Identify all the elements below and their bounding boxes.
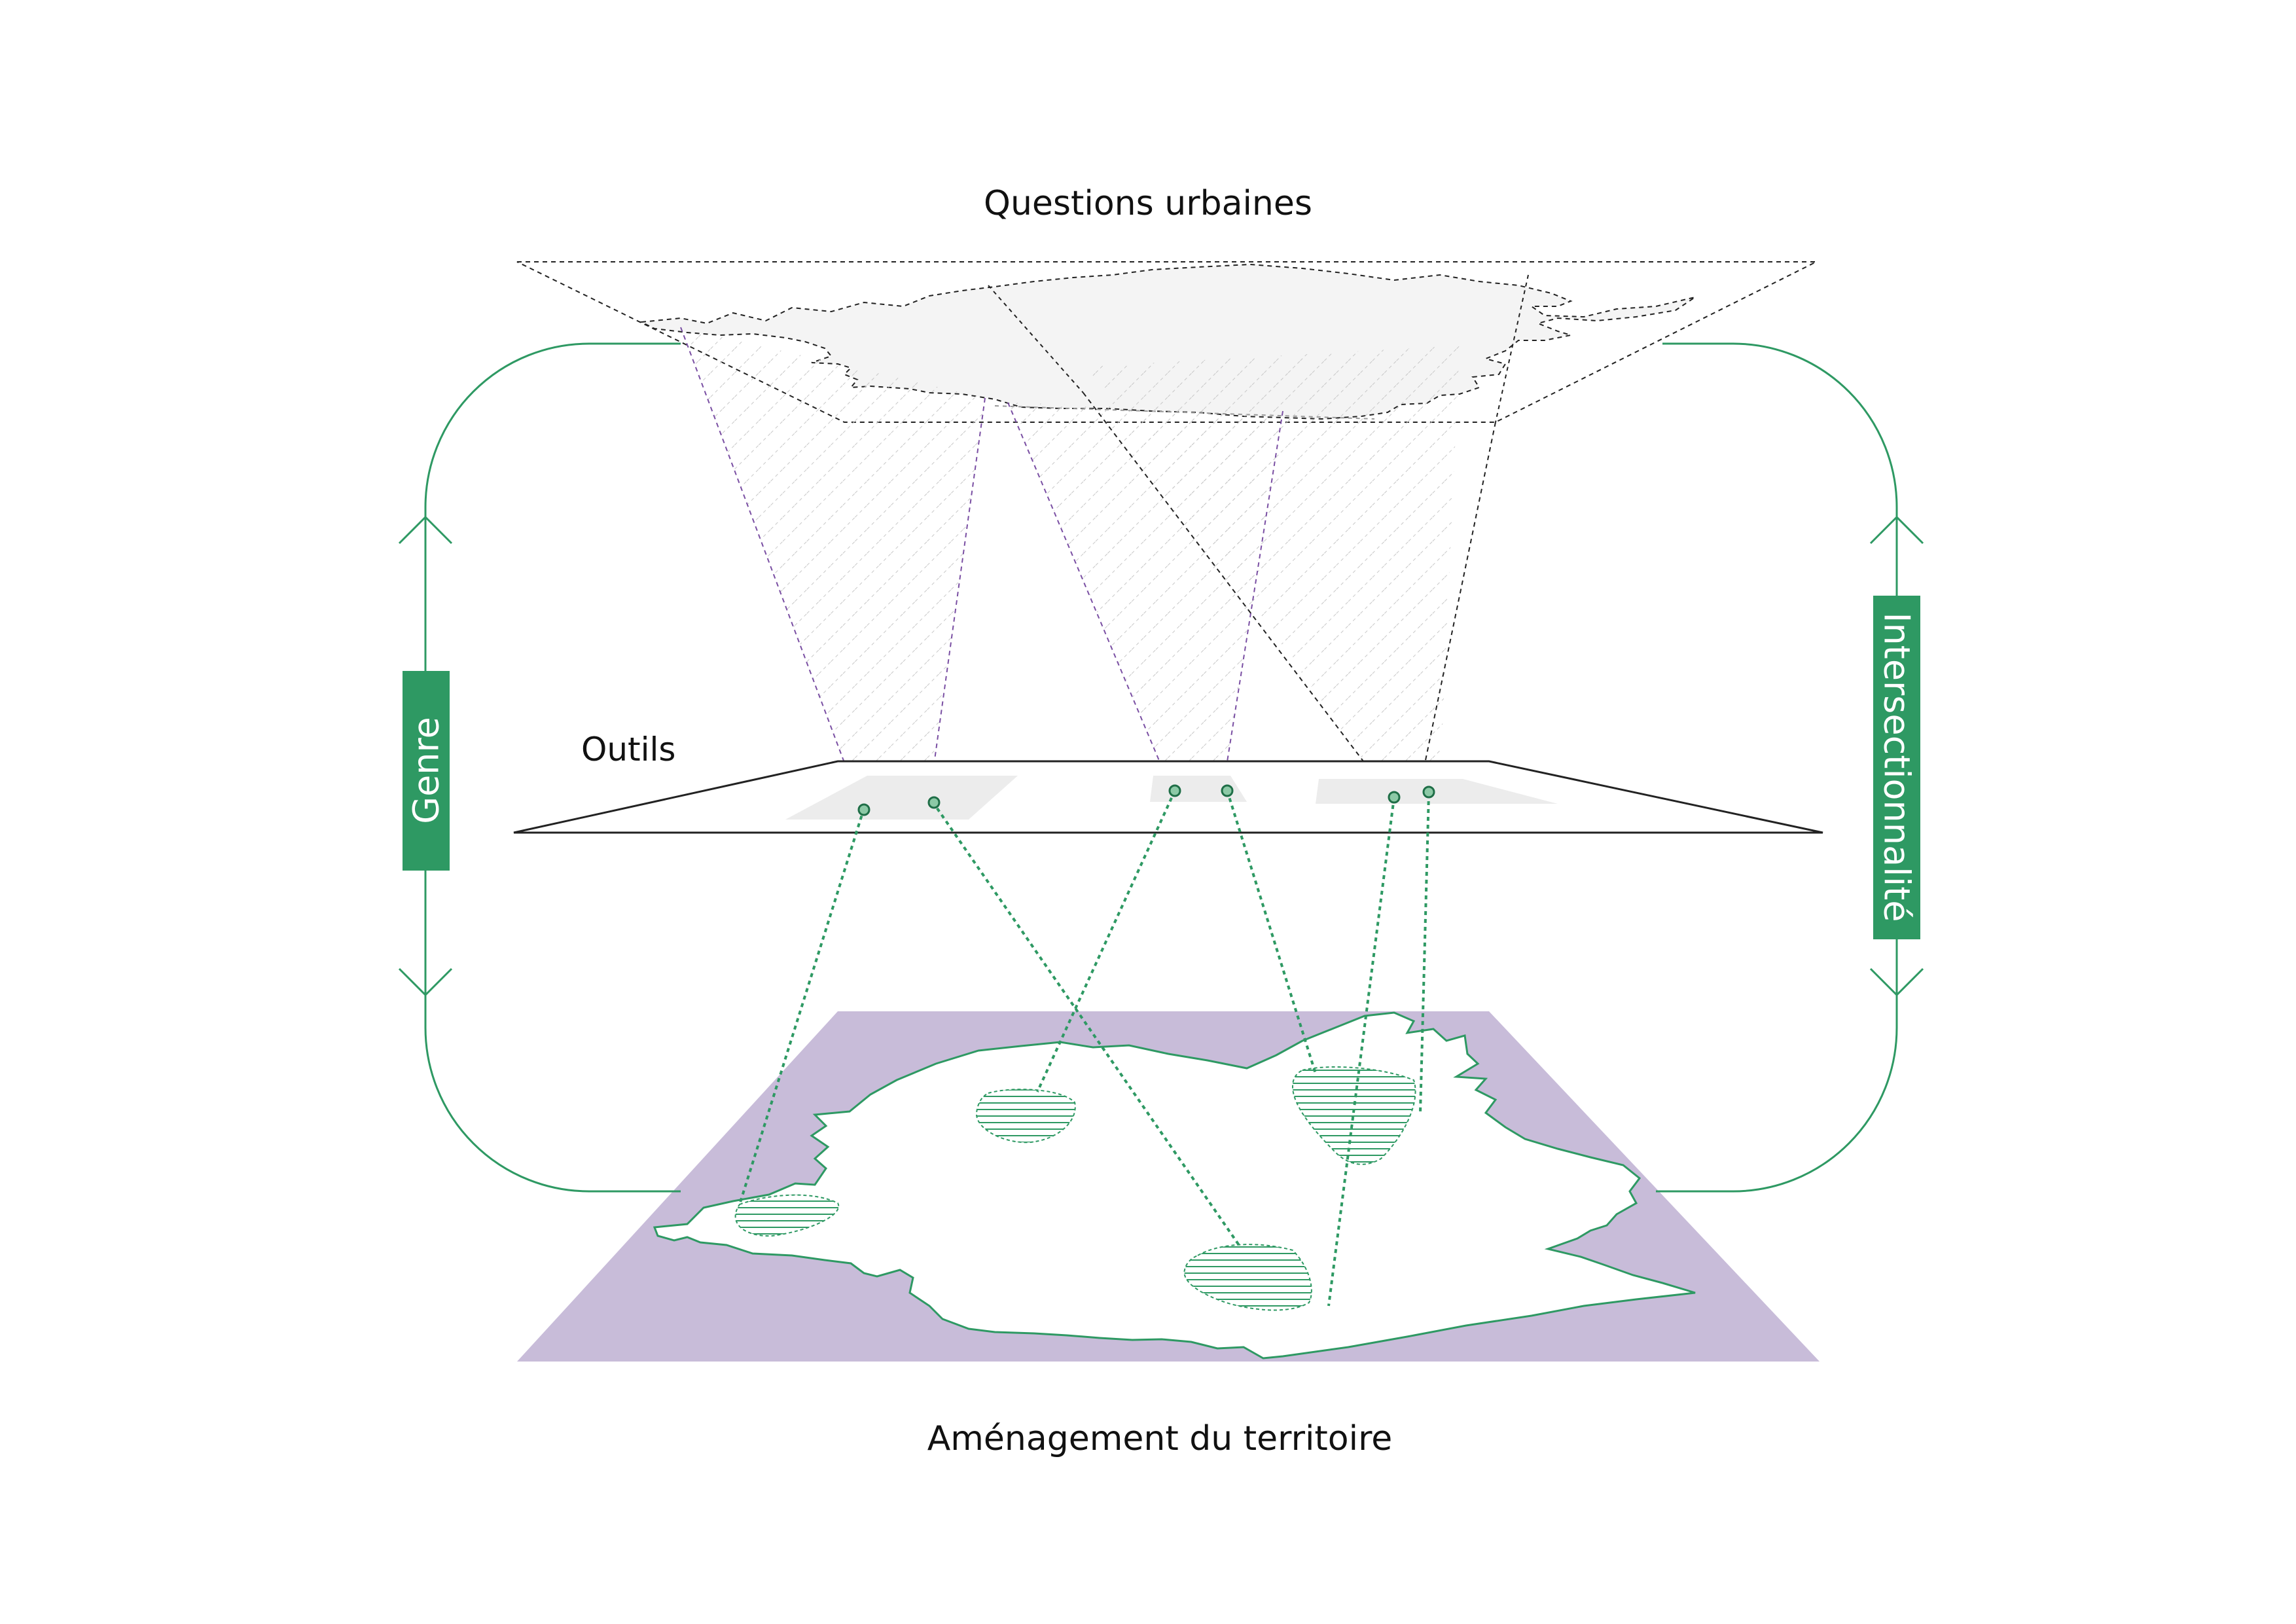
cone-edge-purple [1007,402,1169,783]
anchor-point [927,796,941,809]
intersectionnalite-tag [1873,596,1920,939]
link-line [738,808,865,1205]
label-top: Questions urbaines [984,184,1312,223]
bottom-layer: Aménagement du territoire [517,1011,1820,1458]
label-right: Intersectionnalité [1876,613,1918,922]
cone-edge-black [1420,422,1496,786]
chevron-up-icon [398,515,453,545]
link-line [931,801,1242,1248]
zone-4 [1291,1066,1416,1165]
tool-anchors [857,784,1435,816]
tool-tile-1 [785,776,1018,820]
zone-3 [1183,1244,1312,1311]
anchor-point [1388,791,1401,804]
label-bottom: Aménagement du territoire [927,1419,1393,1458]
tool-tile-3 [1316,779,1558,804]
cone-edge-purple [1223,410,1283,783]
target-zones [734,1066,1416,1311]
right-loop-bottom-arc [1656,939,1898,1193]
label-middle: Outils [581,731,675,768]
top-guide-line [1495,274,1529,423]
link-line [1419,793,1430,1113]
link-line [1226,790,1317,1074]
right-loop [1656,342,1924,1193]
cone-edge-purple [680,327,858,798]
anchor-point [1422,785,1435,799]
cone-edge-purple [929,397,986,798]
chevron-up-icon [1869,515,1924,545]
zone-1 [734,1194,840,1237]
cone-edge-black [1083,392,1385,789]
top-guide-line [988,285,1084,393]
anchor-point [1168,784,1181,797]
right-loop-top-arc [1662,342,1898,596]
genre-tag [403,671,450,871]
zone-2 [975,1089,1076,1144]
anchor-point [857,803,870,816]
cone-left [681,327,985,795]
territory-island-shape [653,1011,1696,1360]
chevron-down-icon [398,967,453,997]
left-loop-top-arc [424,342,681,671]
tool-links [738,790,1430,1307]
link-line [1036,790,1176,1092]
link-line [1327,797,1395,1307]
left-loop [398,342,681,1193]
cone-right [1086,346,1460,785]
middle-layer: Outils [513,731,1823,834]
label-left: Genre [406,717,447,824]
anchor-point [1221,784,1234,797]
projection-cones [680,327,1496,798]
left-loop-bottom-arc [424,871,681,1193]
chevron-down-icon [1869,967,1924,997]
